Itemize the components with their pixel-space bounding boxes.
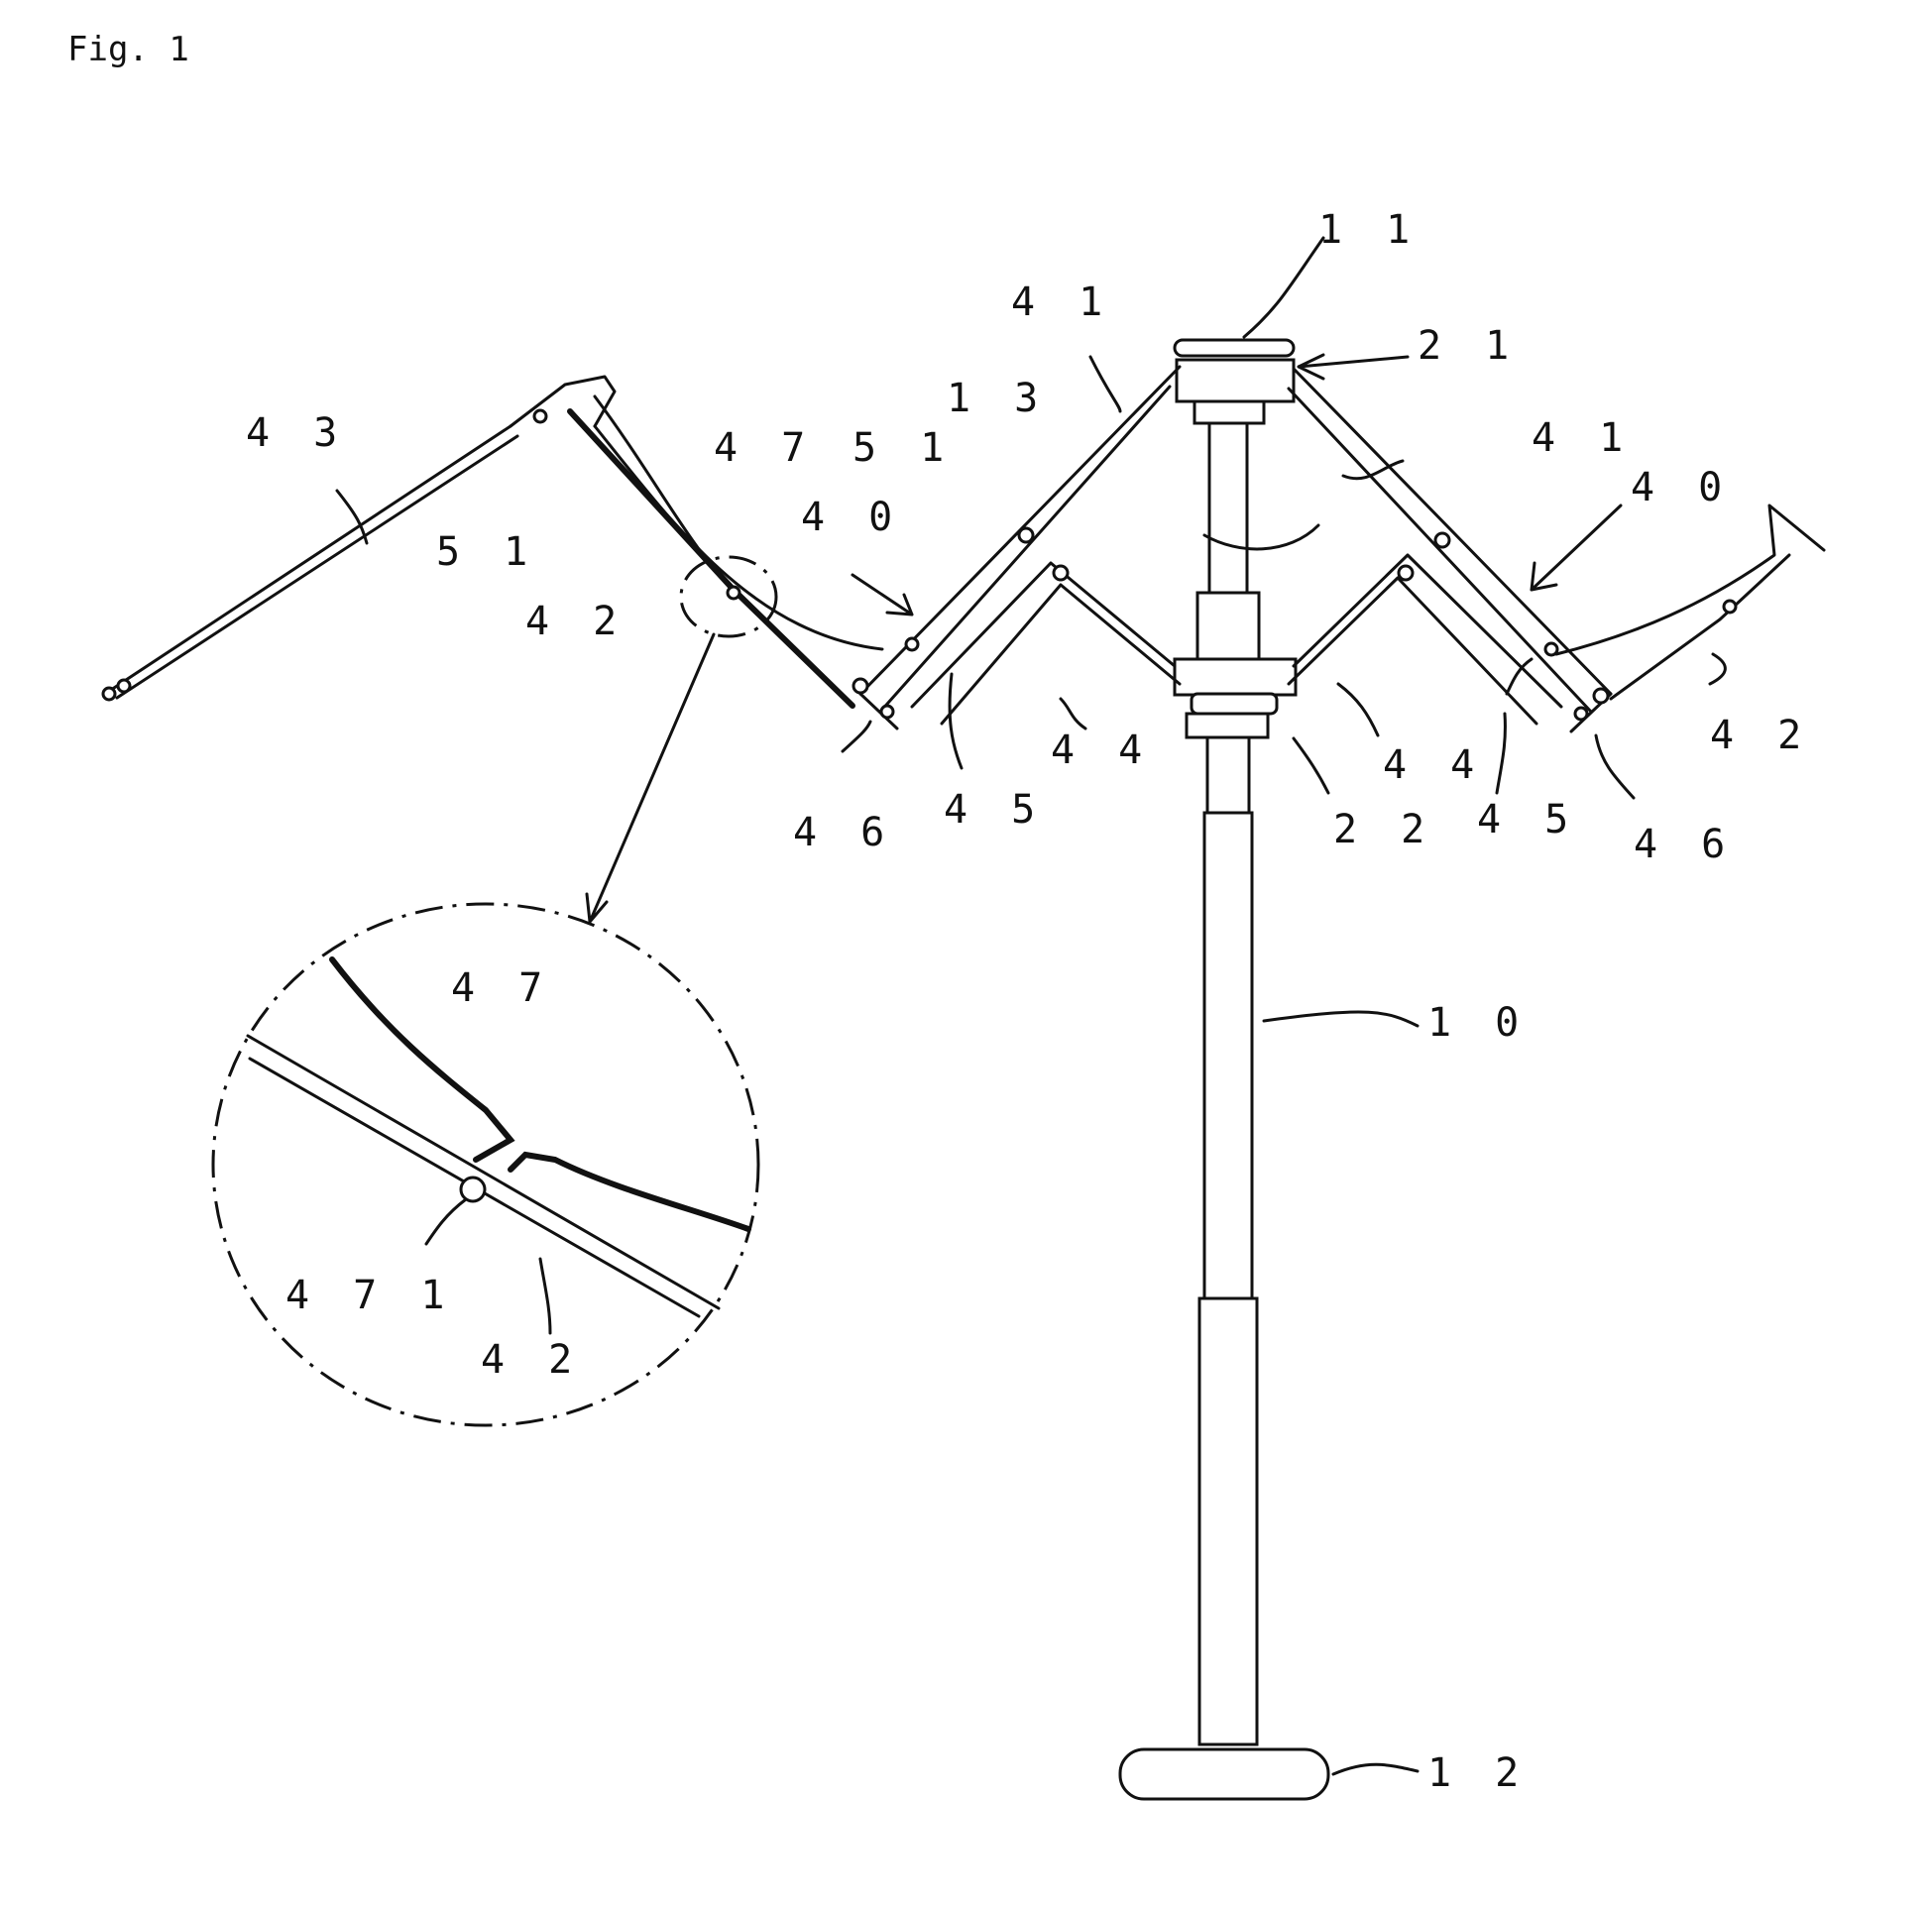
label-42-right: 4 2: [1710, 713, 1811, 758]
label-45-left: 4 5: [944, 787, 1045, 833]
label-40-left: 4 0: [801, 495, 902, 540]
label-471: 4 7 1: [285, 1273, 454, 1318]
label-22: 2 2: [1333, 807, 1434, 852]
label-47-detail: 4 7: [451, 965, 552, 1011]
label-47-top: 4 7: [714, 425, 815, 471]
pole: [1195, 404, 1261, 1746]
label-51-left: 5 1: [436, 529, 537, 575]
label-42-left: 4 2: [525, 599, 626, 644]
label-45-right: 4 5: [1477, 797, 1578, 842]
label-13: 1 3: [947, 376, 1048, 421]
top-notch: [1173, 338, 1296, 425]
label-41-right: 4 1: [1532, 415, 1633, 461]
label-44-right: 4 4: [1383, 742, 1484, 788]
reference-labels: 1 1 2 1 1 3 4 1 4 1 4 3 4 7 5 1 5 1 4 0 …: [246, 207, 1811, 1796]
runner: [1173, 657, 1298, 739]
leader-lines: [335, 236, 1623, 696]
label-42-detail: 4 2: [481, 1337, 582, 1383]
label-12: 1 2: [1427, 1750, 1529, 1796]
label-11: 1 1: [1318, 207, 1420, 253]
label-40-right: 4 0: [1631, 465, 1732, 510]
label-10: 1 0: [1427, 1000, 1529, 1046]
label-46-right: 4 6: [1634, 822, 1735, 867]
label-41-left: 4 1: [1011, 280, 1112, 325]
label-43: 4 3: [246, 410, 347, 456]
label-51-mid: 5 1: [852, 425, 954, 471]
label-46-left: 4 6: [793, 810, 894, 855]
leader-lines-lower: [424, 652, 1727, 1776]
detail-view: [211, 902, 760, 1427]
pivot-points: [532, 408, 1610, 722]
handle: [1118, 1747, 1330, 1801]
right-rib-assembly: [1287, 367, 1826, 733]
label-21: 2 1: [1418, 323, 1519, 369]
label-44-left: 4 4: [1051, 728, 1152, 773]
figure-title: Fig. 1: [67, 30, 189, 69]
detail-marker: [679, 555, 778, 638]
